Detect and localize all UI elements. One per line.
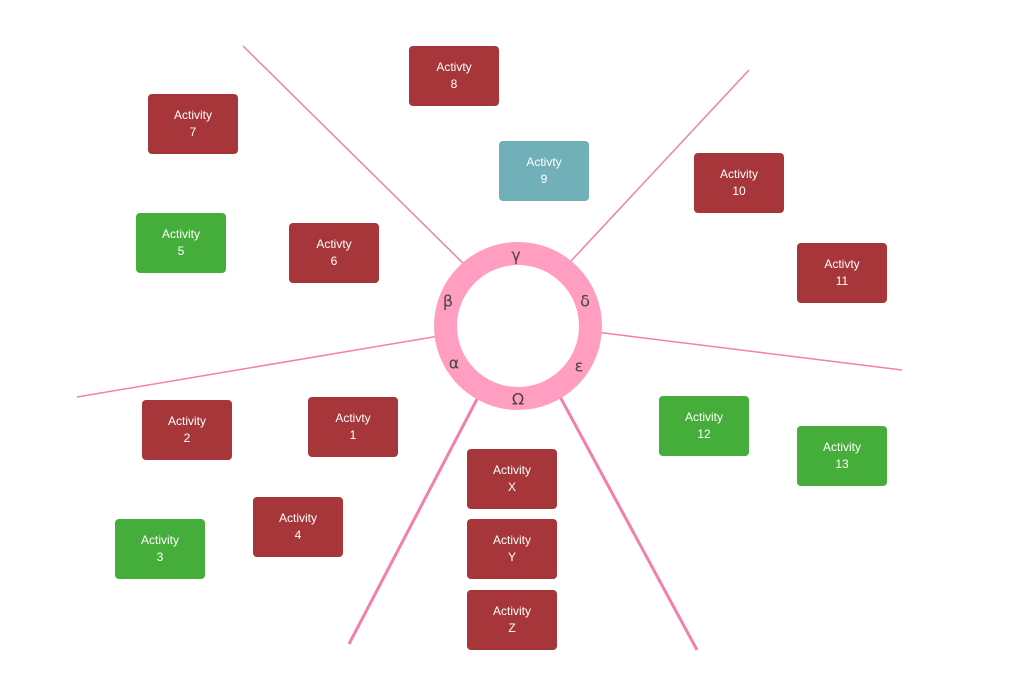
activity-box-x[interactable]: Activity X [467,449,557,509]
activity-box-6[interactable]: Activty 6 [289,223,379,283]
activity-box-7[interactable]: Activity 7 [148,94,238,154]
activity-box-8-id: 8 [450,77,458,91]
activity-box-7-title: Activity [173,108,212,122]
divider-line-sw [347,379,489,645]
activity-box-y[interactable]: Activity Y [467,519,557,579]
activity-box-12-title: Activity [684,410,723,424]
activity-box-10-title: Activity [719,167,758,181]
activity-box-4-title: Activity [278,511,317,525]
activity-box-9-id: 9 [540,172,548,186]
activity-box-9-title: Activty [526,155,562,169]
activity-box-5-title: Activity [161,227,200,241]
activity-box-13-id: 13 [835,457,849,471]
activity-box-3-title: Activity [140,533,179,547]
activity-box-11[interactable]: Activty 11 [797,243,887,303]
activity-box-y-id: Y [507,550,516,564]
activity-box-z-id: Z [508,621,516,635]
divider-line-nw [242,45,477,277]
activity-box-z-title: Activity [492,604,531,618]
ring-label-delta: δ [580,291,590,311]
activity-box-6-id: 6 [330,254,338,268]
activity-box-x-id: X [507,480,516,494]
center-ring [434,242,602,410]
activity-box-8-title: Activty [436,60,472,74]
activity-box-7-id: 7 [189,125,197,139]
ring-label-alpha: α [448,353,460,373]
activity-box-2-title: Activity [167,414,206,428]
divider-line-w [76,332,458,398]
ring-label-gamma: γ [511,245,521,265]
activity-box-6-title: Activty [316,237,352,251]
activity-box-x-title: Activity [492,463,531,477]
activity-box-11-id: 11 [835,274,849,288]
activity-box-4[interactable]: Activity 4 [253,497,343,557]
ring-label-beta: β [442,291,454,311]
activity-box-10-id: 10 [732,184,746,198]
activity-box-10[interactable]: Activity 10 [694,153,784,213]
activity-box-12-id: 12 [697,427,711,441]
activity-box-2[interactable]: Activity 2 [142,400,232,460]
activity-box-4-id: 4 [294,528,302,542]
activity-box-5-id: 5 [177,244,185,258]
activity-box-1[interactable]: Activty 1 [308,397,398,457]
activity-box-5[interactable]: Activity 5 [136,213,226,273]
divider-line-se [549,379,699,651]
ring-label-omega: Ω [511,389,525,409]
activity-box-z[interactable]: Activity Z [467,590,557,650]
ring-label-epsilon: ε [574,356,584,376]
activity-box-1-title: Activty [335,411,371,425]
activity-box-9[interactable]: Activty 9 [499,141,589,201]
activity-box-8[interactable]: Activty 8 [409,46,499,106]
activity-box-3[interactable]: Activity 3 [115,519,205,579]
divider-line-ne [556,69,750,277]
activity-box-2-id: 2 [183,431,191,445]
activity-box-y-title: Activity [492,533,531,547]
activity-box-1-id: 1 [349,428,357,442]
activity-box-3-id: 3 [156,550,164,564]
activity-box-13-title: Activity [822,440,861,454]
activity-box-11-title: Activty [824,257,860,271]
divider-line-e [579,329,903,371]
activity-box-12[interactable]: Activity 12 [659,396,749,456]
activity-box-13[interactable]: Activity 13 [797,426,887,486]
